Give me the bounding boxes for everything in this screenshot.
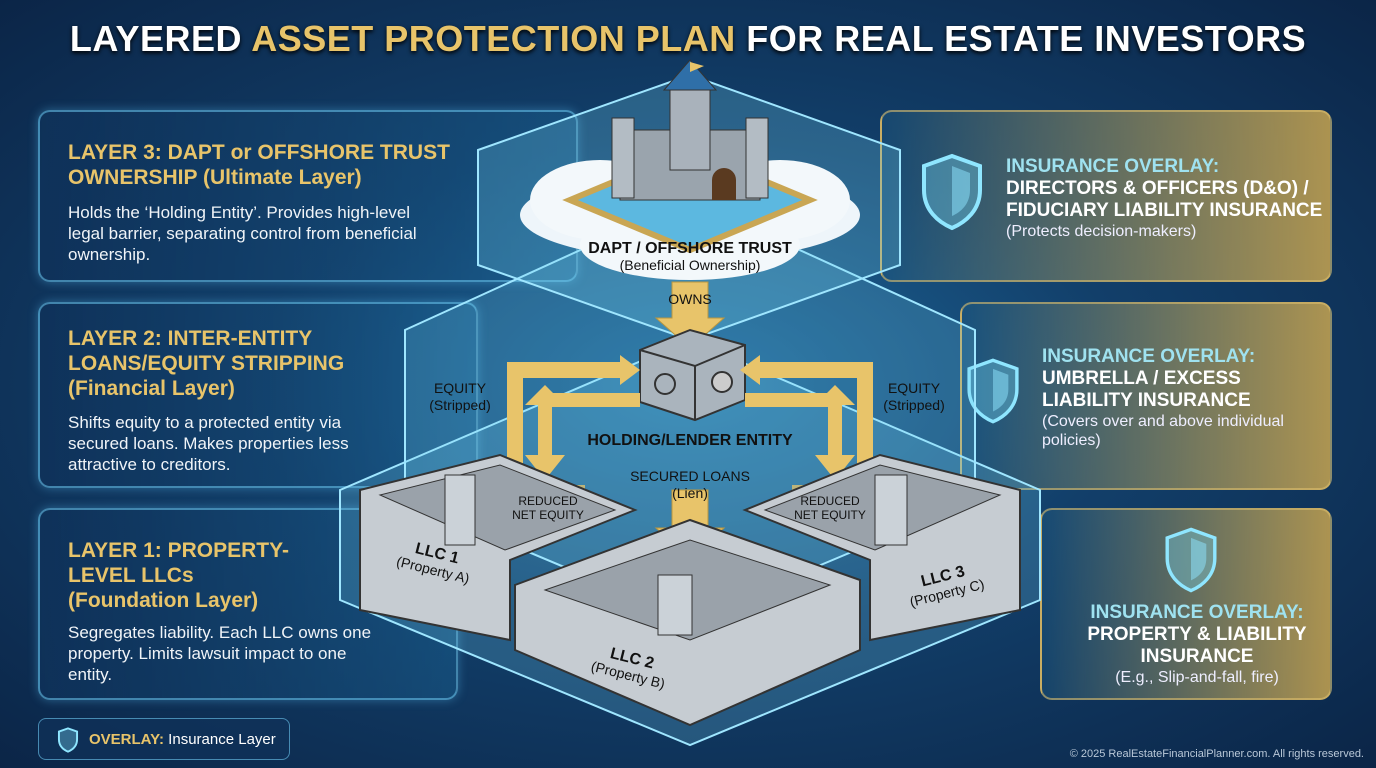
- layer-3-body: Holds the ‘Holding Entity’. Provides hig…: [68, 203, 417, 264]
- equity-left-label: EQUITY(Stripped): [429, 380, 491, 413]
- equity-right-label: EQUITY(Stripped): [883, 380, 945, 413]
- shield-icon: [57, 727, 79, 753]
- llc-2-walls: [514, 518, 861, 727]
- legend: OVERLAY: Insurance Layer: [38, 718, 290, 760]
- holding-entity-label: HOLDING/LENDER ENTITY: [587, 432, 793, 449]
- llc-1-walls: [359, 453, 638, 642]
- castle-icon: [562, 59, 818, 254]
- layer-1-heading: LAYER 1: PROPERTY-LEVEL LLCs (Foundation…: [68, 539, 289, 612]
- shield-icon: [1165, 527, 1217, 593]
- shield-icon: [967, 358, 1019, 424]
- insurance-name: PROPERTY & LIABILITY INSURANCE: [1087, 624, 1307, 667]
- layer-3-heading: LAYER 3: DAPT or OFFSHORE TRUST OWNERSHI…: [68, 141, 450, 189]
- owns-label: OWNS: [668, 291, 712, 307]
- equity-arrow-left: [507, 355, 640, 490]
- insurance-label: INSURANCE OVERLAY:: [1042, 346, 1256, 367]
- legend-key: OVERLAY:: [89, 731, 165, 748]
- insurance-note: (Covers over and above individual polici…: [1042, 413, 1284, 449]
- insurance-name: DIRECTORS & OFFICERS (D&O) / FIDUCIARY L…: [1006, 178, 1323, 221]
- page-title: LAYERED ASSET PROTECTION PLAN FOR REAL E…: [69, 18, 1307, 59]
- insurance-name: UMBRELLA / EXCESS LIABILITY INSURANCE: [1042, 368, 1251, 411]
- equity-arrow-right: [740, 355, 873, 490]
- insurance-label: INSURANCE OVERLAY:: [1006, 156, 1220, 177]
- copyright-footer: © 2025 RealEstateFinancialPlanner.com. A…: [1069, 748, 1364, 760]
- insurance-label: INSURANCE OVERLAY:: [1090, 602, 1304, 623]
- insurance-panel-dno: INSURANCE OVERLAY:DIRECTORS & OFFICERS (…: [880, 110, 1332, 282]
- insurance-panel-property: INSURANCE OVERLAY:PROPERTY & LIABILITY I…: [1040, 508, 1332, 700]
- trust-label: DAPT / OFFSHORE TRUST(Beneficial Ownersh…: [588, 240, 792, 273]
- layer-1-panel: LAYER 1: PROPERTY-LEVEL LLCs (Foundation…: [38, 508, 458, 700]
- owns-arrow: [654, 281, 726, 349]
- insurance-note: (E.g., Slip-and-fall, fire): [1115, 669, 1279, 686]
- llc-3-walls: [742, 453, 1021, 642]
- safe-icon: [639, 328, 746, 422]
- layer-2-heading: LAYER 2: INTER-ENTITY LOANS/EQUITY STRIP…: [68, 327, 345, 400]
- shield-icon: [922, 153, 982, 231]
- insurance-note: (Protects decision-makers): [1006, 223, 1197, 240]
- insurance-panel-umbrella: INSURANCE OVERLAY:UMBRELLA / EXCESS LIAB…: [960, 302, 1332, 490]
- layer-1-body: Segregates liability. Each LLC owns one …: [68, 623, 372, 684]
- layer-2-body: Shifts equity to a protected entity via …: [68, 413, 349, 474]
- legend-value: Insurance Layer: [164, 731, 276, 748]
- secured-loans-label: SECURED LOANS(Lien): [630, 468, 750, 501]
